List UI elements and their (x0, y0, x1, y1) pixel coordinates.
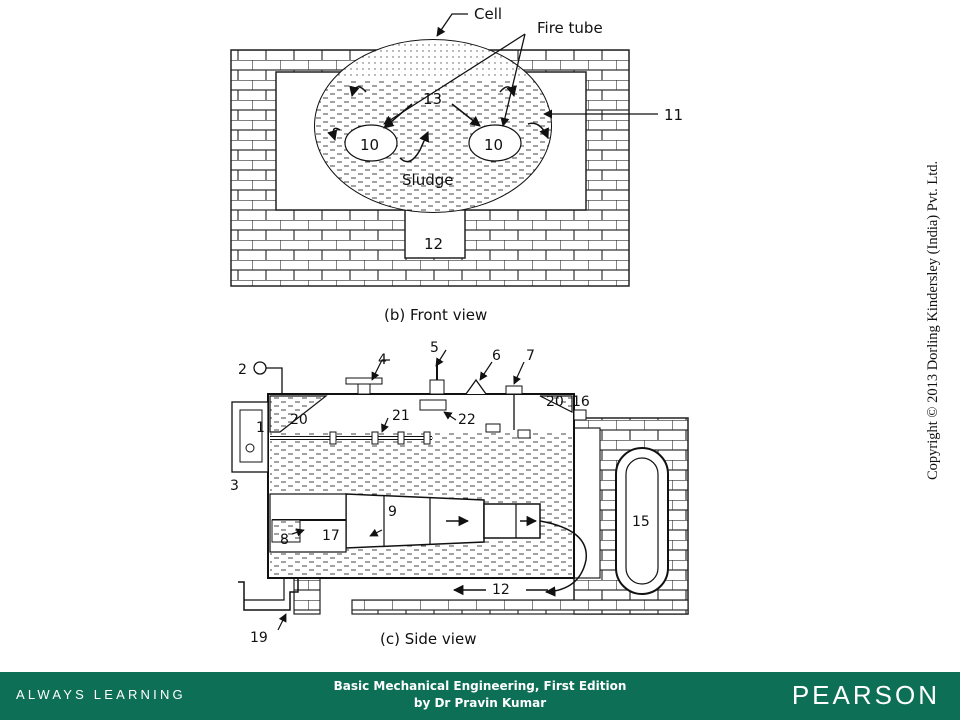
footer-tagline: ALWAYS LEARNING (16, 687, 186, 702)
footer-bar: ALWAYS LEARNING Basic Mechanical Enginee… (0, 672, 960, 720)
stop-valve-4 (357, 383, 371, 395)
boiler-diagram: Cell Fire tube 13 11 10 10 Sludge 12 (b)… (230, 5, 689, 648)
label-12-side: 12 (492, 582, 510, 598)
circulation-arrow (327, 127, 341, 142)
leader-cell (436, 13, 468, 37)
label-20-left: 20 (290, 412, 308, 428)
leader-8 (291, 528, 305, 537)
label-7: 7 (526, 348, 535, 364)
blow-off-19 (238, 578, 299, 611)
side-view: 2 4 5 6 7 1 20 21 22 20 16 3 15 9 8 17 1… (230, 340, 689, 648)
label-11: 11 (664, 106, 683, 124)
leader-5 (435, 349, 447, 367)
book-citation: Basic Mechanical Engineering, First Edit… (300, 678, 660, 712)
leader-6 (479, 361, 493, 381)
label-21: 21 (392, 408, 410, 424)
leader-7 (513, 361, 525, 385)
label-15: 15 (632, 514, 650, 530)
pressure-gauge-2 (253, 361, 267, 375)
leader-22 (443, 411, 457, 421)
label-13: 13 (423, 90, 442, 108)
label-cell: Cell (474, 5, 502, 23)
label-1: 1 (256, 420, 265, 436)
leader-9 (369, 528, 383, 537)
leader-19 (277, 613, 287, 631)
leader-fire-tube (500, 33, 526, 127)
gas-return-arrow (539, 520, 587, 597)
caption-front-view: (b) Front view (384, 306, 487, 324)
manhole-6 (465, 378, 487, 395)
label-6: 6 (492, 348, 501, 364)
leader-4 (371, 359, 390, 381)
circulation-arrow (527, 122, 549, 139)
leader-21 (381, 417, 389, 433)
label-17: 17 (322, 528, 340, 544)
label-4: 4 (378, 352, 387, 368)
bottom-brickwork (351, 599, 689, 615)
label-10-left: 10 (360, 136, 379, 154)
combustion-chamber-inner (625, 457, 659, 585)
caption-side-view: (c) Side view (380, 630, 476, 648)
smoke-box (573, 427, 601, 579)
fire-tube-left (344, 124, 398, 162)
safety-valve-5 (429, 379, 445, 395)
fire-tube-right (468, 124, 522, 162)
label-fire-tube: Fire tube (537, 19, 603, 37)
circulation-arrow (349, 85, 367, 98)
label-9: 9 (388, 504, 397, 520)
fusible-plug-7 (505, 385, 523, 395)
label-sludge: Sludge (402, 171, 453, 189)
publisher-logo: PEARSON (791, 680, 940, 710)
label-2: 2 (238, 362, 247, 378)
scum-22 (419, 399, 447, 411)
pipe-16 (573, 409, 587, 421)
label-5: 5 (430, 340, 439, 356)
circulation-arrow (499, 85, 517, 98)
label-8: 8 (280, 532, 289, 548)
label-22: 22 (458, 412, 476, 428)
copyright-notice: Copyright © 2013 Dorling Kindersley (Ind… (925, 160, 941, 480)
circulation-arrow (451, 103, 481, 127)
label-19: 19 (250, 630, 268, 646)
front-view: Cell Fire tube 13 11 10 10 Sludge 12 (b)… (230, 5, 683, 324)
stay-20-right (539, 395, 573, 413)
book-author: by Dr Pravin Kumar (413, 696, 547, 710)
stay-20-left (269, 395, 328, 433)
circulation-arrow (399, 131, 429, 163)
label-12-front: 12 (424, 235, 443, 253)
book-title: Basic Mechanical Engineering, First Edit… (333, 679, 627, 693)
label-3: 3 (230, 478, 239, 494)
leader-fire-tube (383, 33, 526, 125)
label-16: 16 (572, 394, 590, 410)
label-10-right: 10 (484, 136, 503, 154)
label-20-right: 20 (546, 394, 564, 410)
